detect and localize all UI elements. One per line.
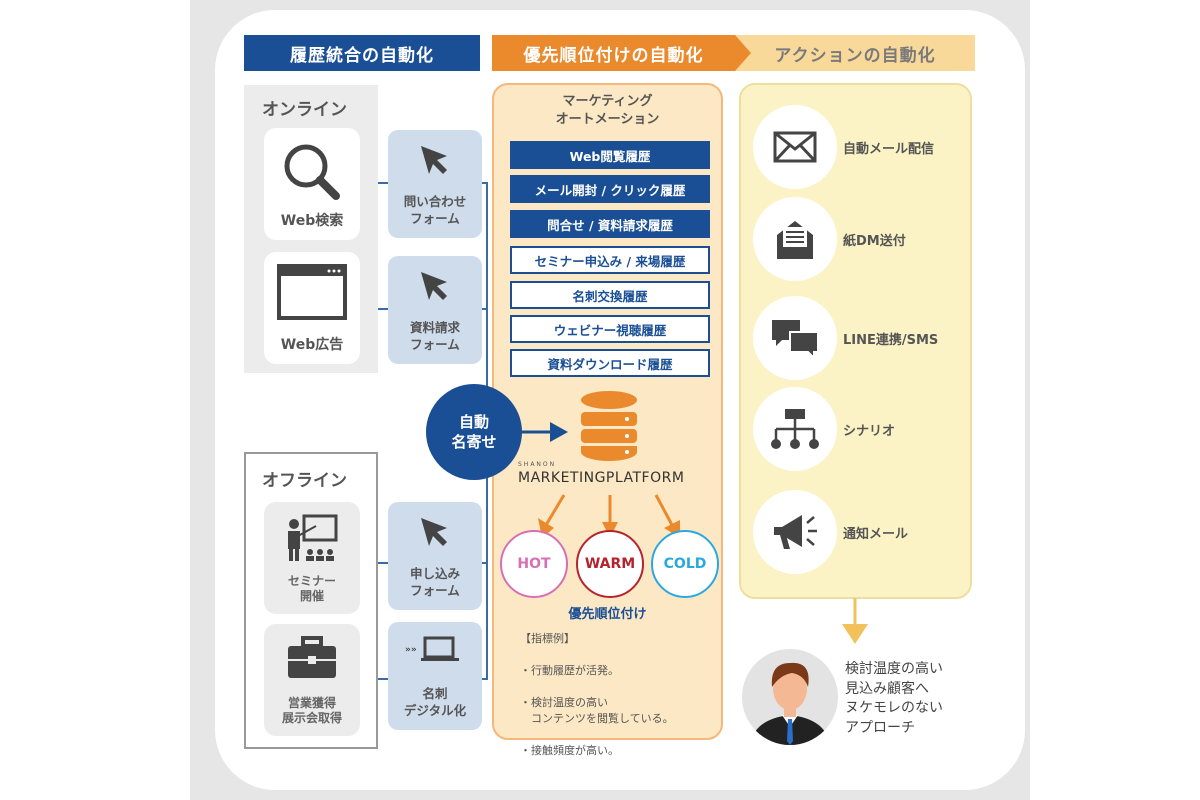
form-business-card-digitize: »» 名刺 デジタル化 — [388, 622, 482, 730]
result-text: 検討温度の高い 見込み顧客へ ヌケモレのない アプローチ — [845, 661, 943, 736]
database-icon — [581, 391, 637, 461]
form-inquiry: 問い合わせ フォーム — [388, 130, 482, 238]
connector-line — [482, 562, 488, 564]
svg-text:»»: »» — [405, 645, 417, 655]
priority-label: 優先順位付け — [568, 607, 647, 622]
auto-merge-badge: 自動 名寄せ — [426, 384, 522, 480]
action-icon-circle — [753, 105, 837, 189]
history-item: セミナー申込み / 来場履歴 — [510, 246, 710, 274]
source-label: Web広告 — [280, 336, 344, 353]
source-web-search: Web検索 — [264, 128, 360, 240]
form-label: 問い合わせ フォーム — [403, 194, 467, 227]
source-label: 営業獲得 展示会取得 — [281, 696, 342, 725]
history-item: メール開封 / クリック履歴 — [510, 175, 710, 203]
form-document-request: 資料請求 フォーム — [388, 256, 482, 364]
action-label: 通知メール — [843, 527, 909, 542]
envelope-icon — [773, 131, 817, 163]
action-panel: 自動メール配信 紙DM送付 LINE連携/SMS シナリオ 通知メール — [739, 83, 972, 599]
action-label: LINE連携/SMS — [843, 333, 939, 348]
action-label: 紙DM送付 — [843, 234, 906, 249]
history-item: 資料ダウンロード履歴 — [510, 349, 710, 377]
seminar-presenter-icon — [288, 514, 338, 561]
connector-line — [482, 182, 488, 184]
indicator-item: ・検討温度の高い コンテンツを閲覧している。 — [520, 695, 674, 725]
briefcase-icon — [288, 636, 336, 678]
chat-bubbles-icon — [772, 320, 819, 358]
chevron-arrow-icon — [735, 35, 751, 71]
cursor-icon — [421, 272, 447, 300]
source-seminar: セミナー 開催 — [264, 502, 360, 614]
action-icon-circle — [753, 296, 837, 380]
ma-title: マーケティング オートメーション — [555, 94, 660, 128]
header-prioritization: 優先順位付けの自動化 — [492, 35, 735, 71]
connector-line — [378, 678, 388, 680]
cursor-icon — [421, 518, 447, 546]
history-item: ウェビナー視聴履歴 — [510, 315, 710, 343]
temp-hot: HOT — [500, 530, 568, 598]
megaphone-icon — [774, 515, 817, 549]
action-icon-circle — [753, 490, 837, 574]
customer-avatar — [742, 649, 838, 745]
indicator-item: ・行動履歴が活発。 — [520, 663, 619, 677]
source-label: Web検索 — [280, 212, 344, 229]
header-action: アクションの自動化 — [735, 35, 975, 71]
action-icon-circle — [753, 197, 837, 281]
online-title: オンライン — [262, 100, 347, 120]
header-integration: 履歴統合の自動化 — [244, 35, 480, 71]
temp-warm: WARM — [576, 530, 644, 598]
indicator-item: ・接触頻度が高い。 — [520, 743, 619, 757]
action-label: 自動メール配信 — [843, 142, 935, 157]
temp-cold: COLD — [651, 530, 719, 598]
form-application: 申し込み フォーム — [388, 502, 482, 610]
direct-mail-icon — [777, 221, 813, 259]
history-item: 問合せ / 資料請求履歴 — [510, 210, 710, 238]
cursor-icon — [421, 146, 447, 174]
source-sales-exhibition: 営業獲得 展示会取得 — [264, 624, 360, 736]
laptop-icon: »» — [405, 636, 459, 661]
connector-line — [482, 308, 488, 310]
browser-window-icon — [277, 264, 347, 320]
arrow-right-icon — [520, 422, 568, 442]
history-item: 名刺交換履歴 — [510, 281, 710, 309]
logo-small: SHANON — [518, 461, 557, 468]
marketing-automation-panel: マーケティング オートメーション Web閲覧履歴 メール開封 / クリック履歴 … — [492, 83, 723, 757]
action-icon-circle — [753, 387, 837, 471]
marketing-platform-logo: MARKETINGPLATFORM — [518, 470, 685, 486]
search-icon — [284, 144, 340, 200]
form-label: 資料請求 フォーム — [409, 320, 460, 353]
indicator-title: 【指標例】 — [520, 632, 575, 645]
online-panel: オンライン Web検索 Web広告 — [244, 85, 378, 373]
offline-title: オフライン — [262, 471, 347, 491]
history-item: Web閲覧履歴 — [510, 141, 710, 169]
connector-line — [482, 678, 488, 680]
action-label: シナリオ — [843, 424, 896, 439]
connector-line — [378, 562, 388, 564]
form-label: 申し込み フォーム — [409, 566, 460, 599]
arrow-down-icon — [842, 598, 868, 644]
offline-panel: オフライン セミナー 開催 営業獲得 展示会取得 — [244, 452, 378, 749]
connector-line — [378, 182, 388, 184]
connector-line — [378, 308, 388, 310]
indicator-list: ・行動履歴が活発。 ・検討温度の高い コンテンツを閲覧している。 ・接触頻度が高… — [520, 647, 674, 775]
source-label: セミナー 開催 — [287, 574, 336, 603]
source-web-ad: Web広告 — [264, 252, 360, 364]
scenario-flow-icon — [771, 409, 819, 449]
form-label: 名刺 デジタル化 — [403, 686, 467, 719]
